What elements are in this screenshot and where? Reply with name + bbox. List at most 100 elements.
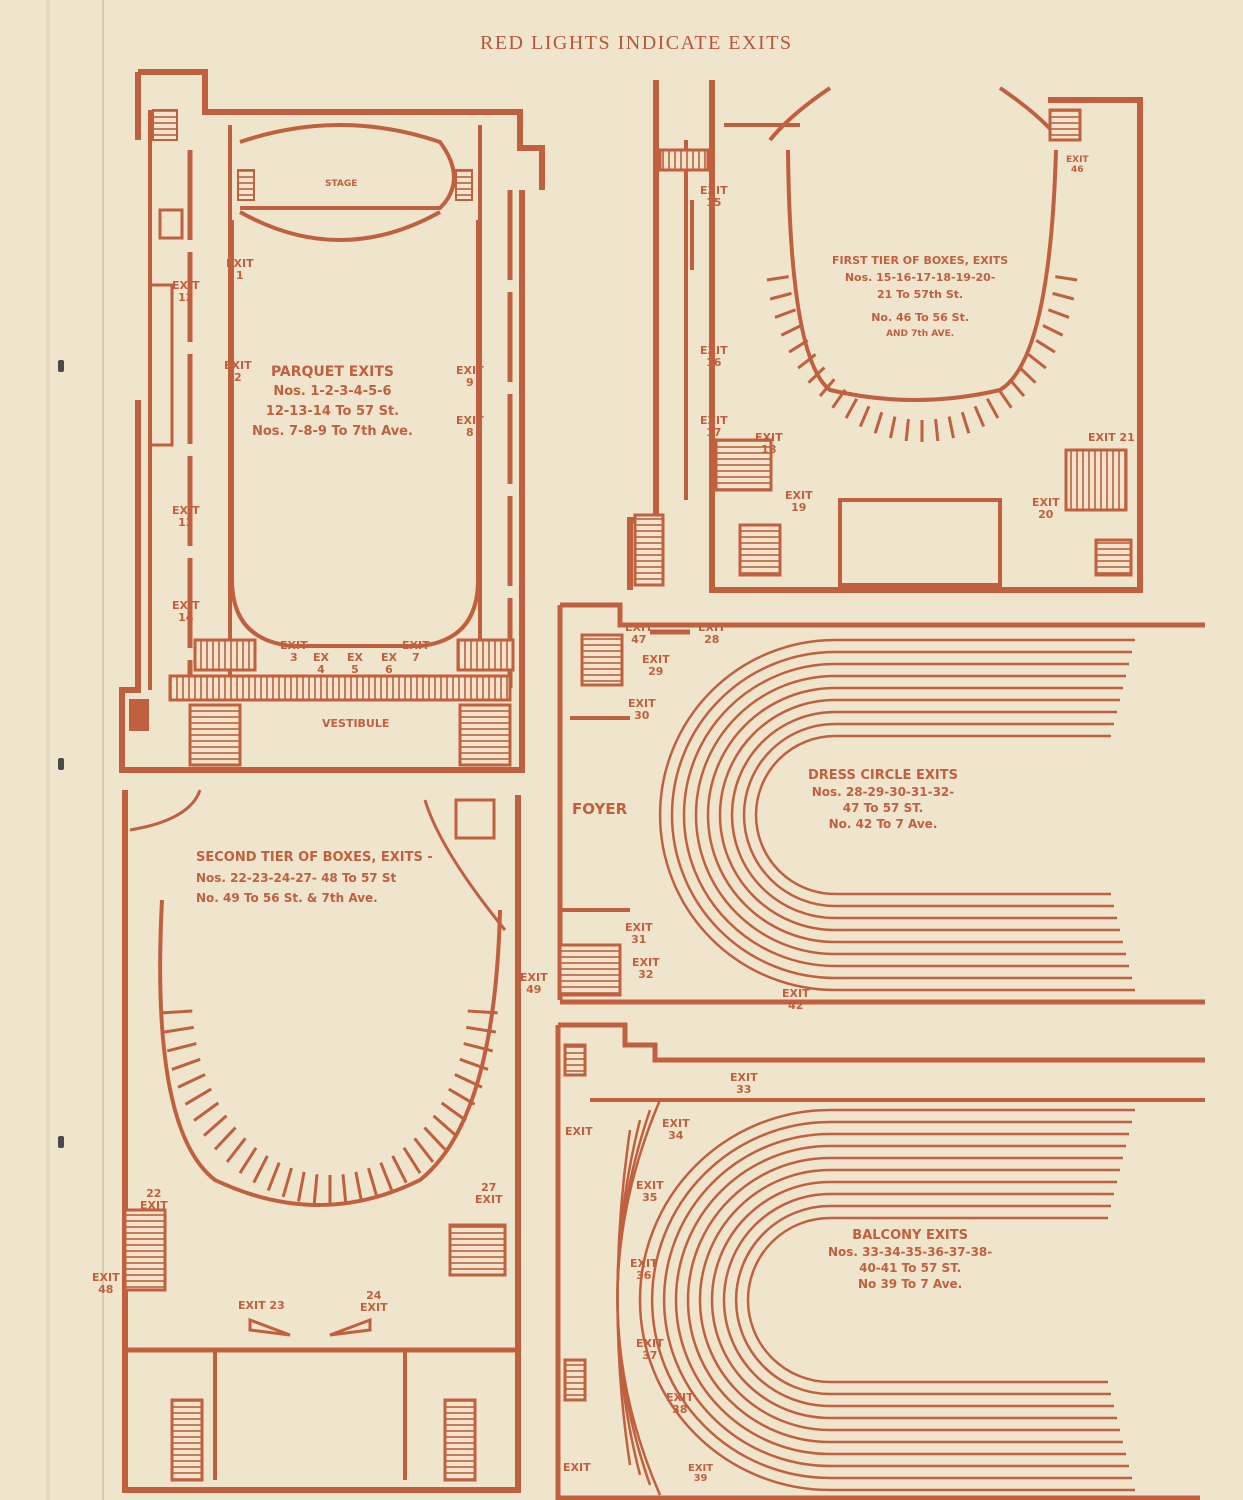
box-partition: [402, 1146, 422, 1174]
box-partition: [873, 411, 884, 434]
box-partition: [166, 1042, 197, 1053]
seat-row: [674, 1144, 1126, 1456]
box-partition: [1055, 275, 1078, 282]
box-partition: [391, 1155, 408, 1184]
second-tier-box-seats: [162, 1009, 498, 1205]
second-tier-exits-line: Nos. 22-23-24-27- 48 To 57 St: [196, 871, 397, 885]
box-partition: [973, 405, 986, 428]
seat-row: [694, 674, 1126, 956]
exit-marker: EXIT: [565, 1125, 593, 1138]
page-header: RED LIGHTS INDICATE EXITS: [480, 32, 793, 54]
balcony-aisle-arc: [616, 1109, 652, 1486]
box-partition: [413, 1137, 435, 1163]
balcony-rows: [616, 1099, 1135, 1496]
box-partition: [177, 1073, 206, 1089]
box-partition: [202, 1114, 228, 1137]
box-partition: [440, 1101, 467, 1122]
box-partition: [818, 378, 836, 397]
parquet-exits-line: Nos. 7-8-9 To 7th Ave.: [252, 424, 413, 439]
binding-stitches: [58, 360, 64, 1148]
balcony-exits-caption: BALCONY EXITS Nos. 33-34-35-36-37-38- 40…: [828, 1228, 992, 1292]
dress-circle-exits-line: Nos. 28-29-30-31-32-: [811, 785, 955, 799]
box-partition: [797, 353, 817, 370]
seat-row: [730, 710, 1117, 920]
box-partition: [1052, 291, 1075, 301]
parquet-plan: [119, 69, 545, 773]
box-partition: [312, 1174, 319, 1205]
dress-circle-exits-title: DRESS CIRCLE EXITS: [808, 768, 958, 783]
second-tier-exits-caption: SECOND TIER OF BOXES, EXITS - Nos. 22-23…: [196, 848, 433, 908]
box-partition: [252, 1155, 269, 1184]
box-partition: [297, 1171, 306, 1202]
box-partition: [1018, 366, 1037, 384]
box-partition: [379, 1162, 394, 1192]
exit-marker: EXIT 23: [238, 1299, 285, 1312]
balcony-aisle-arc: [616, 1099, 662, 1496]
box-partition: [238, 1146, 258, 1174]
box-partition: [354, 1171, 363, 1202]
seat-row: [650, 1120, 1132, 1480]
seat-row: [662, 1132, 1129, 1468]
first-tier-box-seats: [766, 275, 1078, 442]
box-partition: [807, 366, 826, 384]
dress-circle-exits-caption: DRESS CIRCLE EXITS Nos. 28-29-30-31-32- …: [808, 768, 958, 832]
seat-row: [746, 1216, 1108, 1384]
box-partition: [960, 411, 971, 434]
seat-row: [718, 698, 1120, 932]
seat-row: [754, 734, 1111, 896]
box-partition: [997, 388, 1013, 409]
box-partition: [266, 1162, 281, 1192]
box-partition: [184, 1087, 212, 1106]
parquet-exits-title: PARQUET EXITS: [270, 364, 394, 380]
second-tier-exits-line: No. 49 To 56 St. & 7th Ave.: [196, 891, 378, 905]
box-partition: [459, 1057, 489, 1071]
box-partition: [769, 291, 792, 301]
box-partition: [1027, 353, 1047, 370]
stage-label: STAGE: [325, 179, 358, 189]
seat-row: [686, 1156, 1123, 1444]
seat-row: [742, 722, 1114, 908]
box-partition: [448, 1087, 476, 1106]
box-partition: [225, 1137, 247, 1163]
dress-circle-exits-line: 47 To 57 ST.: [842, 801, 924, 815]
dress-circle-exits-line: No. 42 To 7 Ave.: [828, 817, 938, 831]
box-partition: [463, 1042, 494, 1053]
parquet-exits-line: 12-13-14 To 57 St.: [265, 404, 400, 419]
balcony-plan: [555, 1022, 1205, 1500]
foyer-label: FOYER: [572, 800, 628, 818]
box-partition: [985, 398, 1000, 419]
box-partition: [193, 1101, 220, 1122]
seat-row: [722, 1192, 1114, 1408]
box-partition: [171, 1057, 201, 1071]
box-partition: [1008, 378, 1026, 397]
seat-row: [706, 686, 1123, 944]
dress-circle-rows: [658, 638, 1135, 992]
vestibule-label: VESTIBULE: [322, 717, 390, 730]
second-tier-plan: [122, 789, 521, 1493]
box-partition: [766, 275, 789, 282]
seat-row: [658, 638, 1135, 992]
